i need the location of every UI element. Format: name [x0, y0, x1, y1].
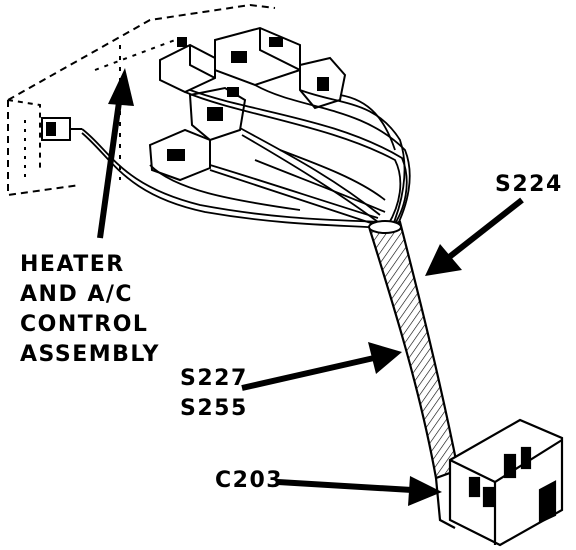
callout-arrows: [97, 68, 524, 506]
s224-label: S224: [495, 172, 563, 197]
panel-side-connector: [41, 117, 82, 141]
assembly-label-line-1: HEATER: [20, 252, 125, 277]
s227-arrow: [241, 342, 402, 391]
s227-label: S227: [180, 366, 248, 391]
assembly-label: HEATER AND A/C CONTROL ASSEMBLY: [20, 250, 160, 370]
c203-label: C203: [215, 468, 284, 493]
assembly-arrow: [97, 68, 134, 239]
c203-connector-body: [434, 418, 564, 547]
wire-bundle: [81, 84, 411, 233]
assembly-label-line-3: CONTROL: [20, 312, 149, 337]
assembly-label-line-2: AND A/C: [20, 282, 134, 307]
assembly-label-line-4: ASSEMBLY: [20, 342, 160, 367]
s224-arrow: [425, 197, 524, 276]
wiring-sheath: [368, 220, 460, 480]
c203-arrow: [277, 476, 442, 506]
upper-connectors: [148, 26, 347, 182]
s255-label: S255: [180, 396, 248, 421]
